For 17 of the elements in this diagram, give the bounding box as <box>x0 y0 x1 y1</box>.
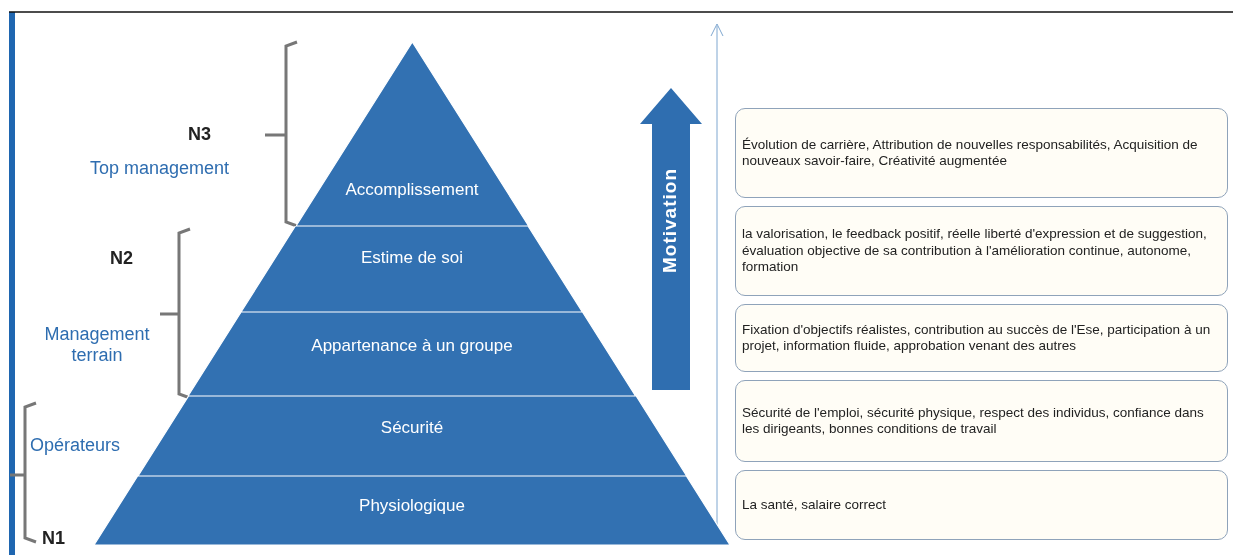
level-label: Sécurité <box>380 418 444 438</box>
description-box: la valorisation, le feedback positif, réelle liberté d'expression et de suggestion, évaluation objective de sa contribution à l'amélioration continue, autonome, formation <box>735 206 1228 296</box>
group-label: Opérateurs <box>30 435 121 456</box>
description-box: Fixation d'objectifs réalistes, contribution au succès de l'Ese, participation à un projet, information fluide, approbation venant des autres <box>735 304 1228 372</box>
level-label: Estime de soi <box>360 248 463 268</box>
description-box: Évolution de carrière, Attribution de nouvelles responsabilités, Acquisition de nouveaux savoir-faire, Créativité augmentée <box>735 108 1228 198</box>
level-label: Accomplissement <box>345 180 479 200</box>
arrow-label: Motivation <box>659 168 681 273</box>
group-label: Top management <box>90 158 230 179</box>
description-box: La santé, salaire correct <box>735 470 1228 540</box>
level-label: Physiologique <box>359 496 465 516</box>
level-code: N2 <box>110 248 133 269</box>
level-label: Appartenance à un groupe <box>311 336 513 356</box>
description-box: Sécurité de l'emploi, sécurité physique, respect des individus, confiance dans les dirigeants, bonnes conditions de travail <box>735 380 1228 462</box>
level-code: N3 <box>188 124 211 145</box>
level-code: N1 <box>42 528 65 549</box>
group-label: Management terrain <box>43 324 151 366</box>
